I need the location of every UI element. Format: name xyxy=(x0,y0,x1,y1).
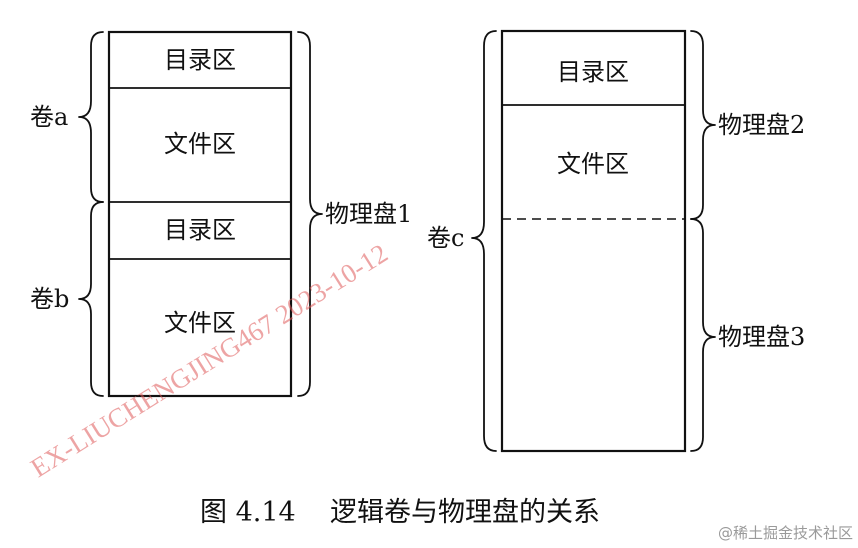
file-area-label-b: 文件区 xyxy=(164,309,236,337)
file-area-label-a: 文件区 xyxy=(164,130,236,158)
disk1-frame xyxy=(107,30,293,398)
platform-credit: @稀土掘金技术社区 xyxy=(718,524,853,542)
physical-disk-1-stack: 目录区 文件区 目录区 文件区 xyxy=(107,30,293,398)
dir-area-label-c: 目录区 xyxy=(557,58,629,86)
disk3-brace xyxy=(690,218,716,452)
volume-a-label: 卷a xyxy=(30,103,68,131)
disk1-label: 物理盘1 xyxy=(325,200,412,228)
disk3-label: 物理盘3 xyxy=(718,323,805,351)
figure-number: 图 4.14 xyxy=(200,497,296,528)
volume-c-frame xyxy=(500,29,687,453)
volume-c-stack: 目录区 文件区 xyxy=(500,29,687,453)
disk2-label: 物理盘2 xyxy=(718,111,805,139)
volume-c-label: 卷c xyxy=(427,224,464,252)
volume-b-label: 卷b xyxy=(30,285,69,313)
disk2-brace xyxy=(690,30,716,220)
volume-a-brace xyxy=(78,31,104,203)
volume-b-brace xyxy=(78,201,104,397)
dir-area-label-b: 目录区 xyxy=(164,216,236,244)
volume-c-brace xyxy=(471,30,497,452)
file-area-label-c: 文件区 xyxy=(557,150,629,178)
disk1-brace xyxy=(297,31,323,397)
figure-title: 逻辑卷与物理盘的关系 xyxy=(330,497,600,528)
dir-area-label-a: 目录区 xyxy=(164,46,236,74)
